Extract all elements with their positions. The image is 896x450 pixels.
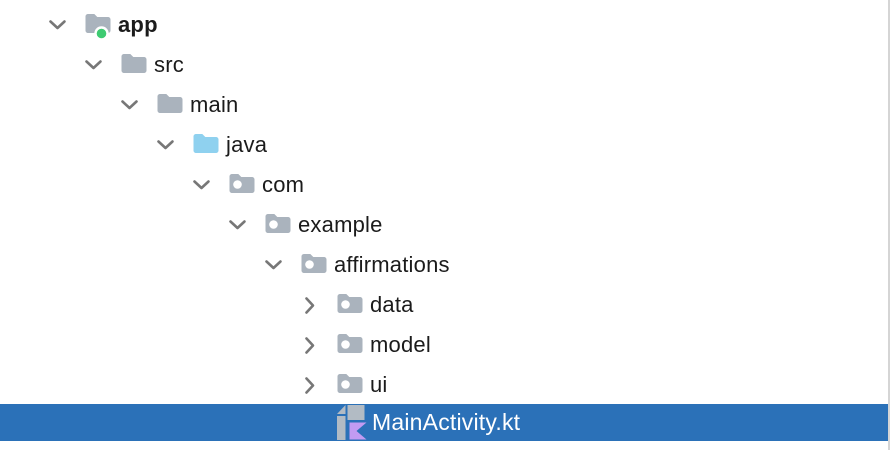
source-folder-icon <box>192 130 220 160</box>
tree-row-app[interactable]: app <box>0 5 888 45</box>
tree-label: affirmations <box>334 252 450 277</box>
tree-row-mainactivity-kt[interactable]: MainActivity.kt <box>0 404 888 441</box>
tree-row-main[interactable]: main <box>0 85 888 125</box>
folder-icon <box>120 50 148 80</box>
chevron-down-icon[interactable] <box>156 139 175 151</box>
kotlin-file-icon <box>336 404 368 441</box>
tree-label: main <box>190 92 239 117</box>
tree-row-src[interactable]: src <box>0 45 888 85</box>
tree-row-java[interactable]: java <box>0 125 888 165</box>
tree-row-affirmations[interactable]: affirmations <box>0 245 888 285</box>
chevron-right-icon[interactable] <box>300 336 319 355</box>
tree-row-data[interactable]: data <box>0 285 888 325</box>
tree-label: src <box>154 52 184 77</box>
chevron-right-icon[interactable] <box>300 376 319 395</box>
tree-label: example <box>298 212 383 237</box>
package-icon <box>336 290 364 320</box>
chevron-down-icon[interactable] <box>192 179 211 191</box>
tree-row-ui[interactable]: ui <box>0 365 888 405</box>
project-tree: app src main java com example affirmatio… <box>0 5 888 441</box>
package-icon <box>300 250 328 280</box>
tree-label: com <box>262 172 305 197</box>
tree-label: app <box>118 12 158 37</box>
chevron-right-icon[interactable] <box>300 296 319 315</box>
package-icon <box>264 210 292 240</box>
package-icon <box>336 330 364 360</box>
tree-label: ui <box>370 372 388 397</box>
tree-row-model[interactable]: model <box>0 325 888 365</box>
tree-label: MainActivity.kt <box>372 409 521 435</box>
chevron-down-icon[interactable] <box>48 19 67 31</box>
tree-row-com[interactable]: com <box>0 165 888 205</box>
tree-row-example[interactable]: example <box>0 205 888 245</box>
tree-label: model <box>370 332 431 357</box>
chevron-down-icon[interactable] <box>264 259 283 271</box>
package-icon <box>228 170 256 200</box>
package-icon <box>336 370 364 400</box>
folder-icon <box>156 90 184 120</box>
tree-label: data <box>370 292 414 317</box>
chevron-down-icon[interactable] <box>120 99 139 111</box>
tree-label: java <box>226 132 268 157</box>
chevron-down-icon[interactable] <box>84 59 103 71</box>
chevron-down-icon[interactable] <box>228 219 247 231</box>
module-folder-icon <box>84 10 112 40</box>
